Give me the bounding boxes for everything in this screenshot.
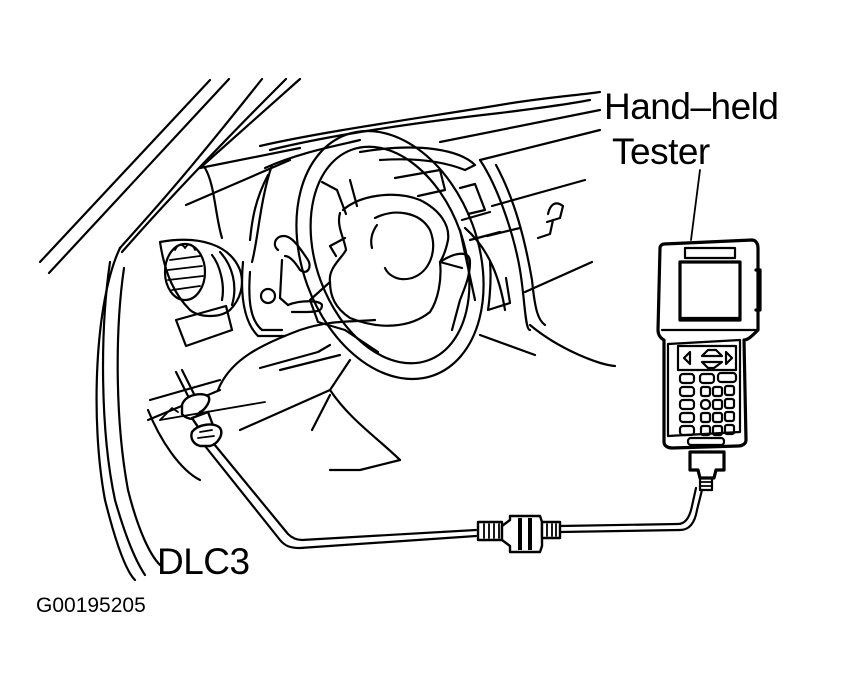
dashboard — [146, 90, 617, 482]
combination-switch-lever — [240, 234, 324, 338]
air-vent — [158, 238, 244, 348]
tester-label-line1: Hand–held — [604, 86, 779, 127]
tester-label-line2: Tester — [612, 131, 710, 172]
cable-coupler — [476, 514, 562, 554]
figure-id: G00195205 — [36, 594, 146, 617]
tester-keypad — [678, 371, 738, 437]
steering-wheel — [295, 129, 485, 381]
a-pillar — [38, 77, 302, 582]
hand-held-tester — [656, 169, 762, 492]
dlc3-connector — [159, 368, 266, 448]
tester-cable — [203, 442, 704, 550]
dlc3-label: DLC3 — [157, 541, 250, 582]
